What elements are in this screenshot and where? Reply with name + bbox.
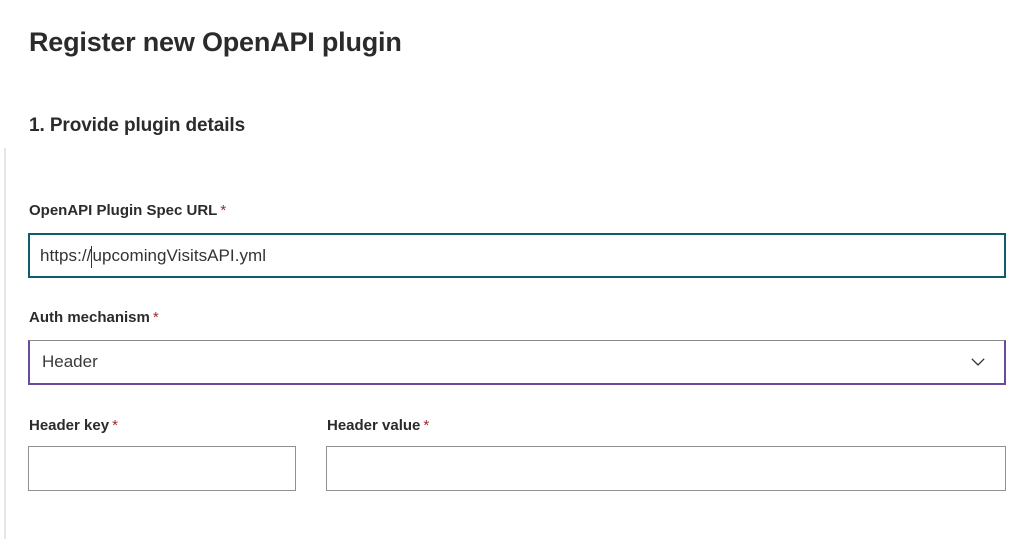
spec-url-required-asterisk: * (220, 202, 227, 219)
header-key-label: Header key* (29, 415, 118, 436)
header-value-input[interactable] (326, 446, 1006, 491)
auth-mechanism-selected-value: Header (42, 352, 98, 371)
header-value-label-text: Header value (327, 417, 421, 434)
chevron-down-icon[interactable] (970, 354, 986, 370)
spec-url-value-after-caret: upcomingVisitsAPI.yml (92, 245, 267, 265)
header-key-required-asterisk: * (112, 417, 118, 434)
auth-mechanism-label-text: Auth mechanism (29, 309, 150, 326)
auth-mechanism-dropdown[interactable]: Header (28, 340, 1006, 385)
auth-mechanism-label: Auth mechanism* (29, 307, 159, 328)
header-value-label: Header value* (327, 415, 429, 436)
text-caret (91, 245, 93, 268)
auth-mechanism-required-asterisk: * (152, 309, 159, 326)
left-vertical-rule (4, 148, 6, 539)
section-heading-provide-plugin-details: 1. Provide plugin details (29, 115, 246, 136)
page-title: Register new OpenAPI plugin (29, 27, 402, 57)
header-key-input[interactable] (28, 446, 296, 491)
header-value-required-asterisk: * (423, 417, 430, 434)
spec-url-input[interactable]: https://upcomingVisitsAPI.yml (28, 233, 1006, 278)
spec-url-label: OpenAPI Plugin Spec URL* (29, 200, 226, 221)
spec-url-label-text: OpenAPI Plugin Spec URL (29, 202, 218, 219)
header-key-label-text: Header key (29, 417, 110, 434)
spec-url-value-before-caret: https:// (40, 245, 92, 265)
